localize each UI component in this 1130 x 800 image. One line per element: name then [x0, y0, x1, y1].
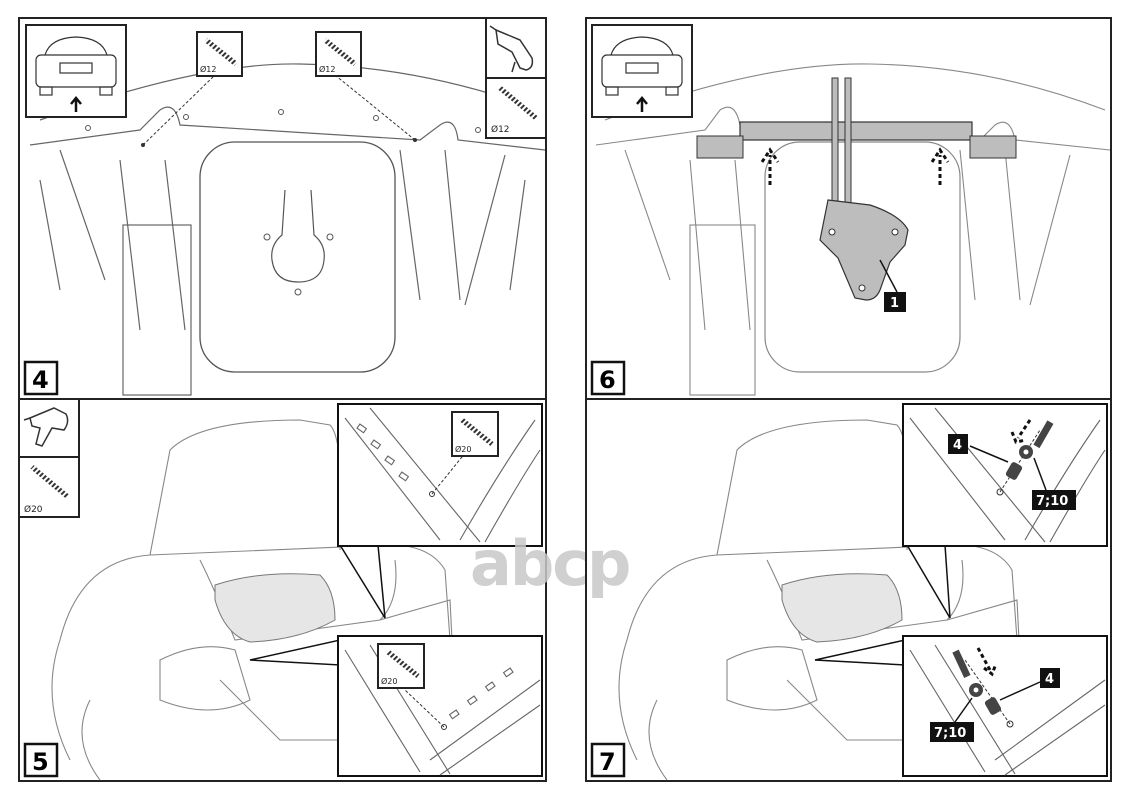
keyhole-cutout	[271, 189, 325, 283]
drill-diameter-label: Ø12	[491, 124, 510, 135]
power-drill-icon	[489, 25, 534, 73]
hole-mark	[373, 115, 379, 121]
step-number: 7	[599, 748, 616, 776]
part-number-callout: 1	[884, 292, 906, 312]
tool-icon-column: Ø20	[18, 398, 80, 518]
spacer-sleeve	[1005, 462, 1023, 480]
mounting-plate	[819, 199, 909, 301]
part-number-callout: 7;10	[1032, 490, 1076, 510]
hole-mark	[85, 125, 91, 131]
drill-bit-icon	[323, 38, 357, 66]
car-rear-icon	[601, 36, 683, 96]
drill-bit-icon-box: Ø12	[315, 31, 362, 77]
drill-bit-icon	[30, 465, 70, 499]
hole-mark	[828, 228, 836, 236]
zoom-detail-upper: Ø20	[337, 403, 543, 619]
car-trunk-open-outline	[51, 419, 456, 781]
arrow-up-icon	[70, 96, 82, 112]
part-number: 7;10	[1036, 494, 1068, 509]
arrow-down-icon	[1010, 419, 1032, 444]
part-number: 4	[953, 438, 962, 453]
drill-bit-icon	[204, 38, 238, 66]
part-number: 1	[890, 296, 899, 311]
leader-line	[142, 74, 216, 146]
part-number: 4	[1045, 672, 1054, 687]
spare-wheel-well	[199, 141, 396, 373]
panel-step-5: Ø20 Ø20	[18, 398, 547, 782]
step-number-badge: 5	[23, 742, 59, 778]
step-number: 6	[599, 366, 616, 394]
car-rear-icon-box	[591, 24, 693, 118]
leader-line	[879, 259, 898, 293]
car-rear-icon	[35, 36, 117, 96]
hole-mark	[858, 284, 866, 292]
tow-bar-crossbeam	[696, 77, 1017, 229]
hole-mark	[326, 233, 334, 241]
hole-mark	[475, 127, 481, 133]
arrow-up-icon	[930, 147, 950, 185]
hole-mark	[294, 288, 302, 296]
drill-diameter-label: Ø20	[381, 676, 397, 686]
drill-bit-icon-box: Ø12	[196, 31, 243, 77]
spacer-sleeve	[984, 697, 1002, 715]
part-number-callout: 4	[1040, 668, 1060, 688]
step-number: 5	[32, 748, 49, 776]
drill-diameter-label: Ø20	[455, 444, 471, 454]
power-drill-icon	[23, 407, 69, 447]
hole-mark	[891, 228, 899, 236]
hole-mark	[263, 233, 271, 241]
bolt	[1033, 420, 1054, 449]
panel-step-6: 1 6	[585, 17, 1112, 400]
zoom-detail-upper: 4 7;10	[902, 403, 1108, 619]
drill-diameter-label: Ø12	[319, 64, 335, 74]
hole-mark	[183, 114, 189, 120]
bolt	[952, 649, 971, 678]
spare-wheel-shape	[214, 573, 336, 643]
drill-bit-icon	[460, 418, 494, 446]
spare-wheel-shape	[781, 573, 903, 643]
arrow-up-icon	[636, 96, 648, 112]
car-rear-icon-box	[25, 24, 127, 118]
zoom-detail-lower: 4 7;10	[814, 635, 1108, 777]
car-rear-body-outline	[595, 63, 1111, 396]
step-number-badge: 7	[590, 742, 626, 778]
spare-wheel-well	[764, 141, 961, 373]
panel-step-7: 4 7;10 4	[585, 398, 1112, 782]
step-number-badge: 4	[23, 360, 59, 396]
part-number: 7;10	[934, 726, 966, 741]
watermark-logo: abcp	[470, 527, 629, 600]
part-number-callout: 7;10	[930, 722, 974, 742]
hole-mark	[278, 109, 284, 115]
drill-diameter-label: Ø12	[200, 64, 216, 74]
arrow-down-icon	[976, 647, 998, 677]
tool-icon-column: Ø12	[485, 17, 547, 139]
part-number-callout: 4	[948, 434, 968, 454]
panel-step-4: Ø12 Ø12 Ø12 4	[18, 17, 547, 400]
drill-bit-icon	[498, 86, 538, 120]
arrow-up-icon	[760, 147, 780, 185]
step-number: 4	[32, 366, 49, 394]
step-number-badge: 6	[590, 360, 626, 396]
leader-line	[334, 74, 416, 141]
drill-diameter-label: Ø20	[24, 504, 43, 515]
car-rear-body-outline	[29, 63, 546, 396]
zoom-detail-lower: Ø20	[249, 635, 543, 777]
drill-bit-icon	[386, 650, 420, 678]
